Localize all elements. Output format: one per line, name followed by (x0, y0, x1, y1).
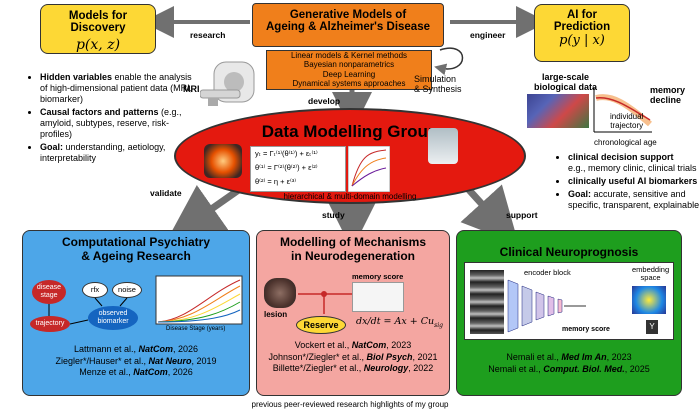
encoder-network (507, 279, 586, 333)
mri-scanner-image (199, 60, 260, 108)
reference: Nemali et al., Med Im An, 2023 (506, 352, 632, 362)
lesion-label: lesion (264, 310, 288, 319)
method-item: Bayesian nonparametrics (303, 60, 395, 70)
equation-2: θ⁽¹⁾ = Γ⁽²⁾(θ⁽²⁾) + ε⁽²⁾ (255, 163, 318, 172)
generative-title-line2: Ageing & Alzheimer's Disease (265, 21, 430, 33)
reference: Ziegler*/Hauser* et al., Nat Neuro, 2019 (55, 355, 217, 366)
discovery-bullets: Hidden variables enable the analysis of … (28, 72, 198, 166)
data-modelling-title: Data Modelling Group (261, 122, 439, 141)
data-modelling-subtitle: hierarchical & multi-domain modelling (283, 192, 417, 201)
models-for-discovery-box: Models for Discovery p(x, z) (40, 4, 156, 54)
embedding-space-label: embedding space (632, 265, 670, 282)
study-label: study (322, 210, 345, 220)
validate-label: validate (150, 188, 182, 198)
reference: Johnson*/Ziegler* et al., Biol Psych, 20… (268, 351, 438, 362)
ode-equation: dx/dt = Ax + Cusig (356, 316, 443, 329)
reference: Lattmann et al., NatCom, 2026 (73, 344, 199, 354)
engineer-label: engineer (470, 30, 506, 40)
generative-models-box: Generative Models of Ageing & Alzheimer'… (252, 3, 444, 47)
disease-stage-node: disease stage (32, 280, 66, 304)
trajectory-node: trajectory (30, 316, 70, 332)
large-scale-label: large-scale biological data (534, 72, 598, 92)
method-item: Linear models & Kernel methods (290, 51, 408, 60)
ai-title-line2: Prediction (553, 21, 611, 33)
simulation-label: Simulation & Synthesis (414, 74, 462, 94)
microscope-image (428, 128, 458, 164)
methods-box: Linear models & Kernel methods Bayesian … (266, 50, 432, 90)
individual-trajectory-label: individual trajectory (610, 112, 644, 130)
research-label: research (190, 30, 226, 40)
reference: Billette*/Ziegler* et al., Neurology, 20… (272, 363, 434, 373)
footer-caption: previous peer-reviewed research highligh… (251, 400, 449, 409)
brain-scan-image (204, 144, 242, 178)
disease-axis-label: Disease Stage (years) (166, 326, 226, 332)
disease-stage-plot (155, 275, 243, 325)
modelling-mechanisms-box: Modelling of Mechanisms in Neurodegenera… (256, 230, 450, 396)
discovery-bullet: Hidden variables enable the analysis of … (40, 72, 198, 105)
method-item: Dynamical systems approaches (292, 78, 406, 88)
neuroprognosis-title: Clinical Neuroprognosis (499, 245, 639, 259)
center-plot-image (348, 146, 390, 192)
models-for-discovery-title: Models for Discovery (68, 10, 128, 34)
mechanisms-references: Vockert et al., NatCom, 2023 Johnson*/Zi… (256, 340, 450, 375)
comp-psych-title-line2: & Ageing Research (81, 249, 191, 263)
equation-1: yₜ = Γₜ⁽¹⁾(θ⁽¹⁾) + εₜ⁽¹⁾ (255, 149, 318, 158)
ai-formula: p(y | x) (559, 33, 605, 48)
comp-psych-title-line1: Computational Psychiatry (61, 235, 211, 249)
y-output-node: Y (646, 320, 658, 334)
memory-score-image (352, 282, 404, 312)
ai-title-line1: AI for (566, 9, 598, 21)
comp-psych-references: Lattmann et al., NatCom, 2026 Ziegler*/H… (22, 344, 250, 379)
develop-label: develop (308, 96, 341, 106)
embedding-space-image (632, 286, 666, 314)
prediction-bullet: clinically useful AI biomarkers (568, 176, 700, 187)
neuroprognosis-references: Nemali et al., Med Im An, 2023 Nemali et… (456, 352, 682, 375)
memory-decline-plot (593, 88, 652, 133)
simulation-loop-arrow (434, 47, 464, 76)
reference: Nemali et al., Comput. Biol. Med., 2025 (488, 363, 650, 374)
rfx-node: rfx (82, 282, 108, 298)
observed-biomarker-node: observed biomarker (88, 306, 138, 330)
models-for-discovery-formula: p(x, z) (75, 37, 121, 53)
mechanisms-title-line2: in Neurodegeneration (290, 249, 415, 263)
reference: Menze et al., NatCom, 2026 (79, 367, 193, 377)
comp-psych-graph-edges (48, 297, 128, 325)
noise-node: noise (112, 282, 142, 298)
neuroprognosis-memory-score-label: memory score (562, 326, 610, 333)
mri-label: MRI (183, 84, 200, 94)
ai-for-prediction-box: AI for Prediction p(y | x) (534, 4, 630, 62)
encoder-block-label: encoder block (524, 268, 571, 277)
chronological-age-label: chronological age (594, 138, 657, 147)
prediction-bullet: clinical decision support e.g., memory c… (568, 152, 700, 174)
support-label: support (506, 210, 538, 220)
reference: Vockert et al., NatCom, 2023 (294, 340, 412, 350)
prediction-bullet: Goal: accurate, sensitive and specific, … (568, 189, 700, 211)
method-item: Deep Learning (322, 69, 376, 79)
memory-score-label: memory score (352, 272, 404, 281)
reserve-node: Reserve (296, 316, 346, 334)
generative-title-line1: Generative Models of (289, 9, 407, 21)
discovery-bullet: Goal: understanding, aetiology, interpre… (40, 142, 198, 164)
prediction-bullets: clinical decision support e.g., memory c… (556, 152, 700, 213)
memory-decline-label: memory decline (650, 85, 686, 105)
mechanisms-title-line1: Modelling of Mechanisms (279, 235, 426, 249)
mechanism-edges (298, 291, 352, 314)
biological-data-image (527, 94, 589, 128)
brain-slices-image (470, 270, 504, 334)
equation-3: θ⁽²⁾ = η + ε⁽³⁾ (255, 177, 297, 186)
brain-lesion-image (264, 278, 296, 308)
equations-panel: yₜ = Γₜ⁽¹⁾(θ⁽¹⁾) + εₜ⁽¹⁾ θ⁽¹⁾ = Γ⁽²⁾(θ⁽²… (250, 146, 346, 192)
discovery-bullet: Causal factors and patterns (e.g., amylo… (40, 107, 198, 140)
